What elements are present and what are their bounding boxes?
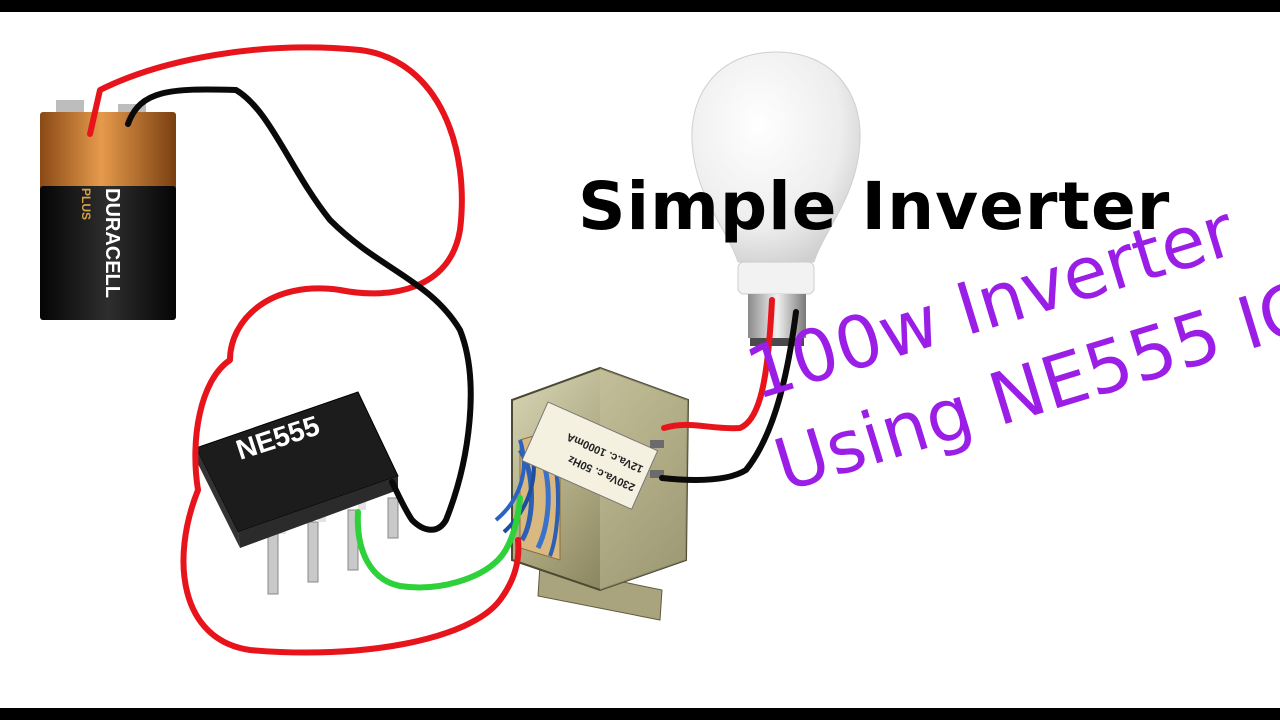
battery-brand-text: DURACELL: [101, 188, 123, 298]
wires: [90, 47, 796, 652]
green-wire: [358, 498, 520, 587]
battery-terminal-positive: [56, 100, 84, 114]
battery-copper-top: [40, 112, 176, 192]
bulb-neck: [738, 262, 814, 294]
battery: DURACELL PLUS: [40, 100, 176, 320]
battery-sub-text: PLUS: [79, 188, 93, 220]
transformer: 230Va.c. 50Hz 12Va.c. 1000mA: [496, 368, 688, 620]
